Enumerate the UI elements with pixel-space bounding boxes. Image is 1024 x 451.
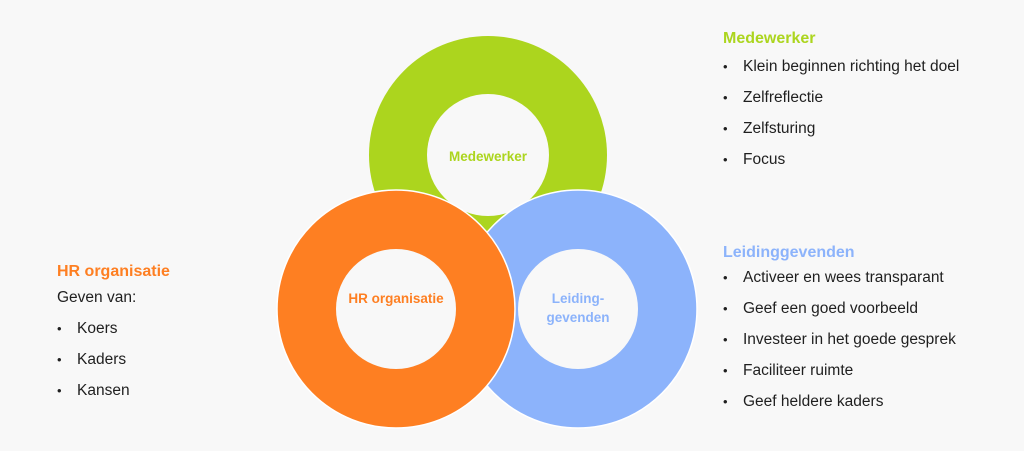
list-item: • Klein beginnen richting het doel bbox=[723, 56, 959, 87]
list-item-text: Zelfsturing bbox=[743, 120, 816, 137]
bullet-icon: • bbox=[723, 121, 728, 136]
list-item-text: Koers bbox=[77, 320, 118, 337]
list-item-text: Investeer in het goede gesprek bbox=[743, 331, 956, 348]
list-item-text: Geef heldere kaders bbox=[743, 393, 884, 410]
hr-panel-title: HR organisatie bbox=[57, 263, 170, 280]
list-item-text: Geef een goed voorbeeld bbox=[743, 300, 918, 317]
hr-panel-intro: Geven van: bbox=[57, 289, 137, 306]
ring-label-leidinggevenden-line2: gevenden bbox=[546, 310, 610, 325]
list-item-text: Kansen bbox=[77, 382, 130, 399]
list-item-text: Klein beginnen richting het doel bbox=[743, 58, 960, 75]
hr-list: • Koers • Kaders • Kansen bbox=[57, 318, 170, 411]
list-item-text: Faciliteer ruimte bbox=[743, 362, 854, 379]
list-item: • Activeer en wees transparant bbox=[723, 267, 956, 298]
list-item: • Geef een goed voorbeeld bbox=[723, 298, 956, 329]
bullet-icon: • bbox=[723, 152, 728, 167]
ring-leidinggevenden-hole bbox=[518, 249, 638, 369]
medewerker-panel-title: Medewerker bbox=[723, 30, 816, 47]
ring-label-medewerker: Medewerker bbox=[448, 149, 528, 164]
bullet-icon: • bbox=[723, 90, 728, 105]
list-item: • Zelfsturing bbox=[723, 118, 959, 149]
ring-label-hr-organisatie: HR organisatie bbox=[348, 291, 444, 306]
leidinggevenden-panel: Leidinggevenden • Activeer en wees transp… bbox=[723, 244, 956, 422]
ring-label-leidinggevenden-line1: Leiding- bbox=[551, 291, 605, 306]
list-item-text: Focus bbox=[743, 151, 786, 168]
bullet-icon: • bbox=[57, 383, 62, 398]
list-item: • Kansen bbox=[57, 380, 170, 411]
bullet-icon: • bbox=[723, 363, 728, 378]
list-item: • Geef heldere kaders bbox=[723, 391, 956, 422]
list-item: • Zelfreflectie bbox=[723, 87, 959, 118]
medewerker-panel: Medewerker • Klein beginnen richting het … bbox=[723, 30, 959, 180]
bullet-icon: • bbox=[723, 301, 728, 316]
list-item: • Kaders bbox=[57, 349, 170, 380]
list-item: • Investeer in het goede gesprek bbox=[723, 329, 956, 360]
hr-panel: HR organisatie Geven van: • Koers • Kaders… bbox=[57, 263, 170, 411]
list-item: • Focus bbox=[723, 149, 959, 180]
bullet-icon: • bbox=[723, 270, 728, 285]
bullet-icon: • bbox=[723, 332, 728, 347]
list-item-text: Zelfreflectie bbox=[743, 89, 824, 106]
ring-medewerker-hole bbox=[427, 94, 549, 216]
bullet-icon: • bbox=[57, 352, 62, 367]
leidinggevenden-list: • Activeer en wees transparant • Geef een … bbox=[723, 267, 956, 422]
leidinggevenden-panel-title: Leidinggevenden bbox=[723, 244, 855, 261]
bullet-icon: • bbox=[723, 394, 728, 409]
ring-hr-organisatie-hole bbox=[336, 249, 456, 369]
ring-label-leidinggevenden: Leiding- gevenden bbox=[528, 289, 628, 327]
list-item: • Faciliteer ruimte bbox=[723, 360, 956, 391]
bullet-icon: • bbox=[723, 59, 728, 74]
list-item-text: Activeer en wees transparant bbox=[743, 269, 944, 286]
list-item-text: Kaders bbox=[77, 351, 127, 368]
medewerker-list: • Klein beginnen richting het doel • Zelfr… bbox=[723, 56, 959, 180]
list-item: • Koers bbox=[57, 318, 170, 349]
bullet-icon: • bbox=[57, 321, 62, 336]
